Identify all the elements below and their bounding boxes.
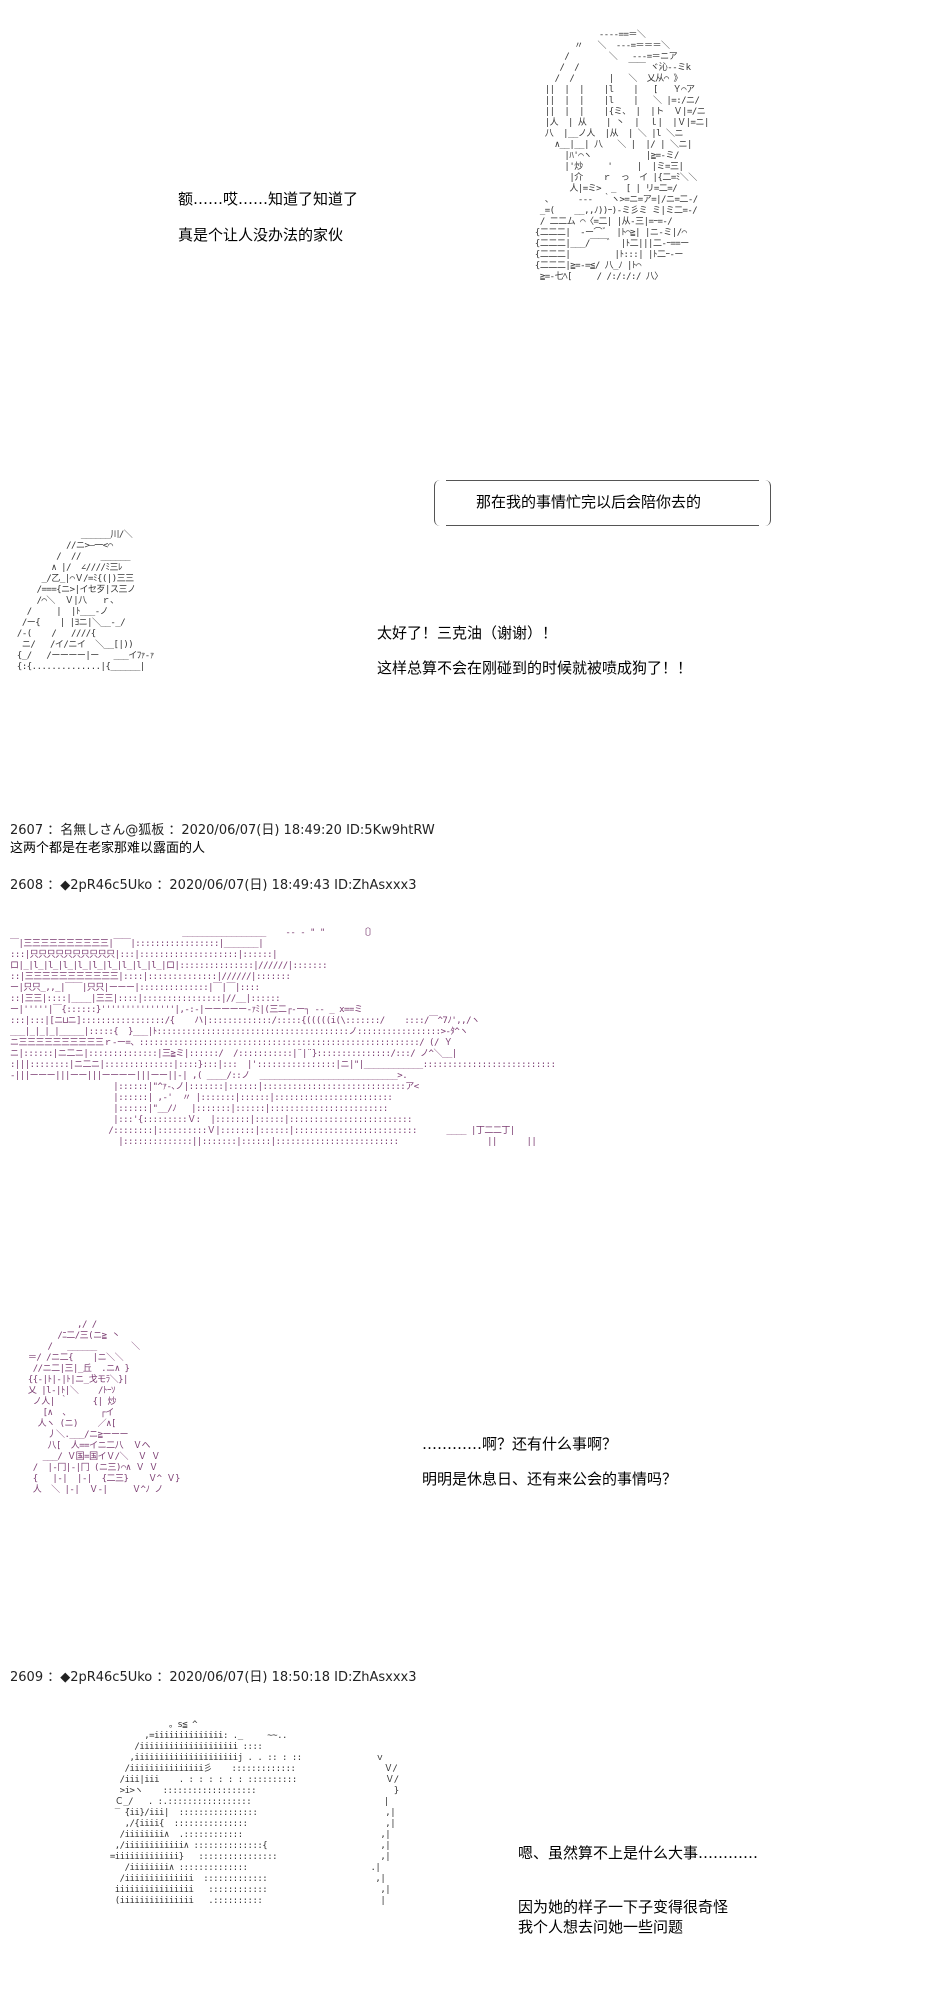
dialog-text: 嗯、虽然算不上是什么大事…………	[518, 1844, 759, 1862]
dialog-text: …………啊？还有什么事啊？	[422, 1435, 618, 1453]
dialog-text: 太好了！三克油（谢谢）！	[377, 624, 558, 642]
post-header: 2609 ：◆2pR46c5Uko ：2020/06/07(日) 18:50:1…	[10, 1670, 417, 1685]
dialog-text: 我个人想去问她一些问题	[518, 1918, 684, 1936]
ascii-art-character-2: ______川/＼ //ニ>—一<⌒ / // ______ ∧ |/ ∠///…	[16, 530, 154, 672]
dialog-text: 因为她的样子一下子变得很奇怪	[518, 1898, 729, 1916]
ascii-art-character-1: ----==＝＼ 〃 ＼ ---=＝＝＝＼ / ＼ ---=＝ニア / / ￣￣…	[534, 30, 709, 282]
dialog-text: 这样总算不会在刚碰到的时候就被喷成狗了！！	[377, 659, 693, 677]
ascii-art-character-4: 。s≦ ^ ,=iiiiiiiiiiiiii: ._ ~~.. /iiiiiii…	[109, 1720, 399, 1906]
post-body: 这两个都是在老家那难以露面的人	[10, 841, 206, 856]
post-header: 2607 ：名無しさん@狐板 ：2020/06/07(日) 18:49:20 I…	[10, 823, 435, 838]
post-header: 2608 ：◆2pR46c5Uko ：2020/06/07(日) 18:49:4…	[10, 878, 417, 893]
ascii-art-building-scene: _________________ -- ‐ " " 〔〕 ￣|三三三三三三三三…	[10, 928, 556, 1147]
ascii-art-character-3: ,/ / /ﾆ二/三(ニ≧ 丶 / ______ ＼ ＝/ /ニ二{ |ニ＼＼ …	[27, 1320, 181, 1495]
speech-bubble: 那在我的事情忙完以后会陪你去的	[430, 474, 775, 532]
dialog-text: 额……哎……知道了知道了	[178, 190, 359, 208]
dialog-text: 真是个让人没办法的家伙	[178, 226, 344, 244]
dialog-text: 明明是休息日、还有来公会的事情吗？	[422, 1470, 678, 1488]
speech-bubble-text: 那在我的事情忙完以后会陪你去的	[476, 493, 702, 511]
